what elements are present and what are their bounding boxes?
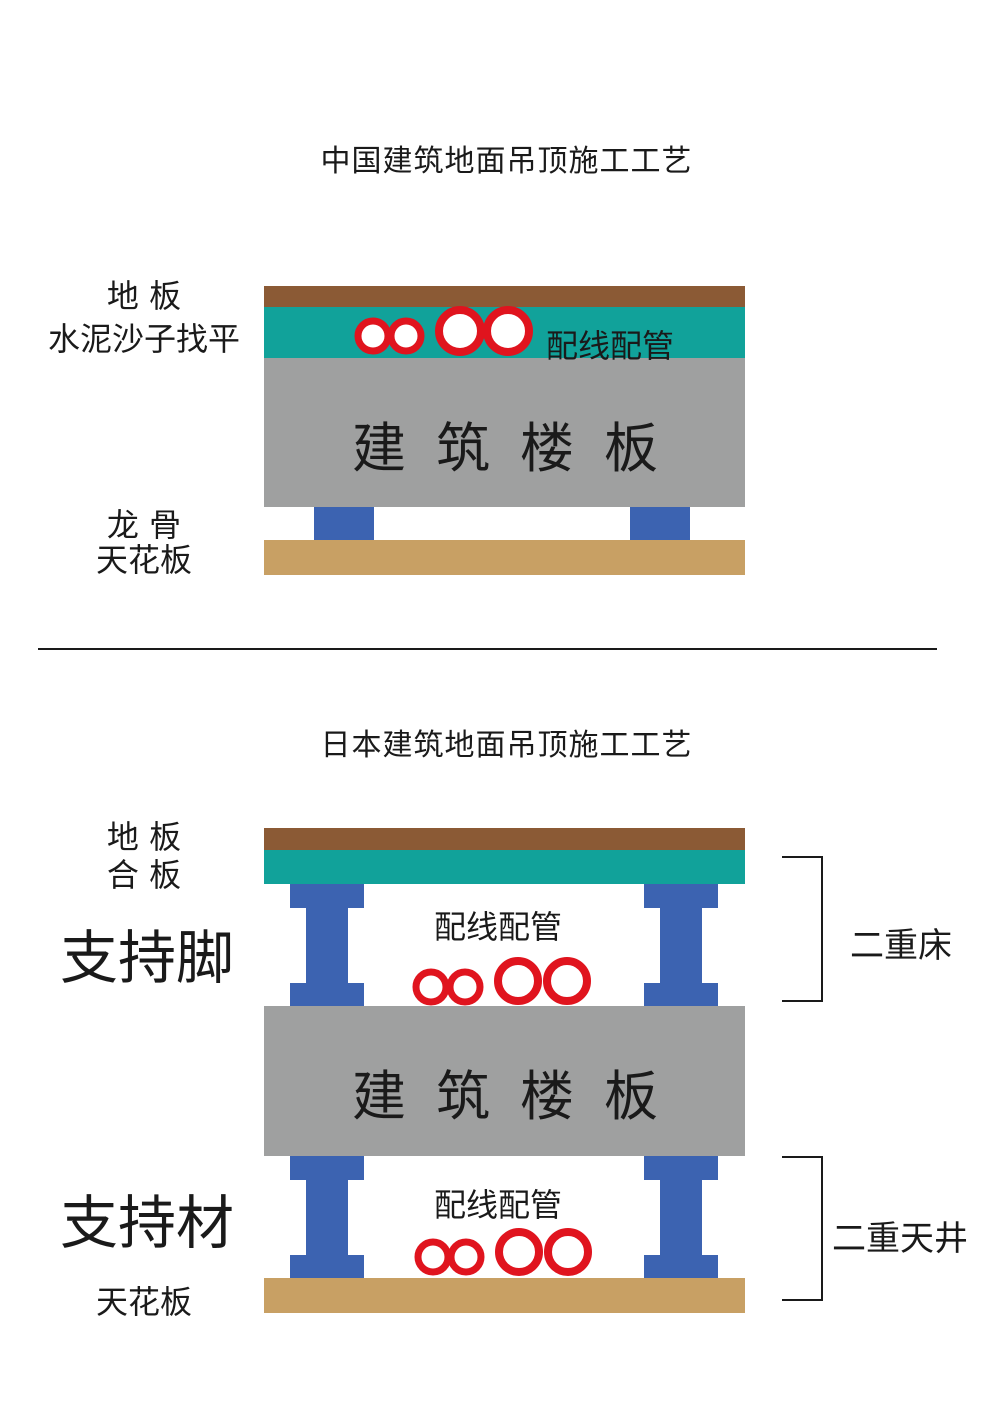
china-floor-board [264,286,745,307]
japan-floor-board [264,828,745,850]
support-material-lower-left [290,1156,364,1278]
japan-slab [264,1006,745,1156]
japan-label-support-material: 支持材 [60,1189,235,1257]
china-keel-left [314,507,374,540]
pipe [412,968,450,1006]
support-leg-upper-left [290,884,364,1006]
pipe [387,317,425,355]
japan-section [264,828,823,1313]
japan-slab-label: 建筑楼板 [352,1065,688,1128]
china-label-keel: 龙 骨 [106,506,182,544]
japan-title: 日本建筑地面吊顶施工工艺 [320,728,693,763]
support-material-lower-right [644,1156,718,1278]
support-leg-upper-right [644,884,718,1006]
china-pipe-label: 配线配管 [546,327,675,365]
japan-label-support-legs: 支持脚 [60,924,235,992]
china-section [264,286,745,575]
japan-label-plywood: 合 板 [106,856,182,894]
japan-label-floor: 地 板 [106,818,182,856]
china-slab-label: 建筑楼板 [352,417,688,480]
japan-ceiling [264,1278,745,1313]
japan-plywood [264,850,745,884]
bracket-double-ceiling [782,1156,823,1301]
japan-upper-pipes [412,957,591,1006]
china-pipes [354,306,533,356]
pipe [495,1228,543,1276]
bracket-double-floor [782,856,823,1002]
pipe [483,306,533,356]
japan-lower-pipes [414,1228,592,1276]
bracket-label-double-ceiling: 二重天井 [832,1219,968,1259]
china-label-floor: 地 板 [106,277,182,315]
china-keel-right [630,507,690,540]
bracket-label-double-floor: 二重床 [850,926,952,966]
china-ceiling [264,540,745,575]
china-title: 中国建筑地面吊顶施工工艺 [320,144,693,179]
pipe [435,306,485,356]
pipe [446,968,484,1006]
china-slab [264,358,745,507]
pipe [544,1228,592,1276]
japan-pipe-label-upper: 配线配管 [434,908,563,946]
pipe [414,1238,452,1276]
pipe [354,317,392,355]
japan-pipe-label-lower: 配线配管 [434,1186,563,1224]
pipe [447,1238,485,1276]
china-label-mortar: 水泥沙子找平 [47,320,240,358]
china-label-ceiling: 天花板 [95,541,192,579]
pipe [494,957,542,1005]
japan-label-ceiling: 天花板 [95,1283,192,1321]
pipe [543,957,591,1005]
